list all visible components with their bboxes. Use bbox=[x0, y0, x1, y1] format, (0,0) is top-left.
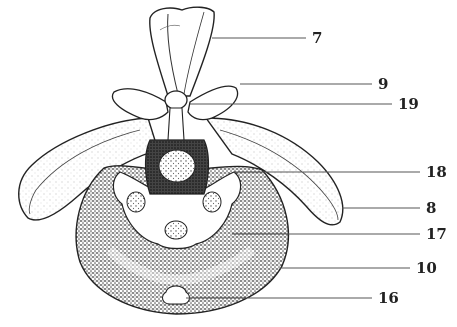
center-boss bbox=[165, 221, 187, 239]
label-17: 17 bbox=[426, 227, 447, 242]
right-boss bbox=[203, 192, 221, 212]
label-18: 18 bbox=[426, 165, 447, 180]
column bbox=[168, 108, 184, 140]
label-16: 16 bbox=[378, 291, 399, 306]
label-8: 8 bbox=[426, 201, 436, 216]
label-7: 7 bbox=[312, 31, 322, 46]
label-10: 10 bbox=[416, 261, 437, 276]
label-19: 19 bbox=[398, 97, 419, 112]
column-knob bbox=[165, 91, 187, 109]
label-9: 9 bbox=[378, 77, 388, 92]
dorsal-sepal bbox=[150, 7, 214, 96]
left-boss bbox=[127, 192, 145, 212]
upper-left-lobe bbox=[112, 89, 168, 120]
upper-right-lobe bbox=[188, 86, 238, 119]
